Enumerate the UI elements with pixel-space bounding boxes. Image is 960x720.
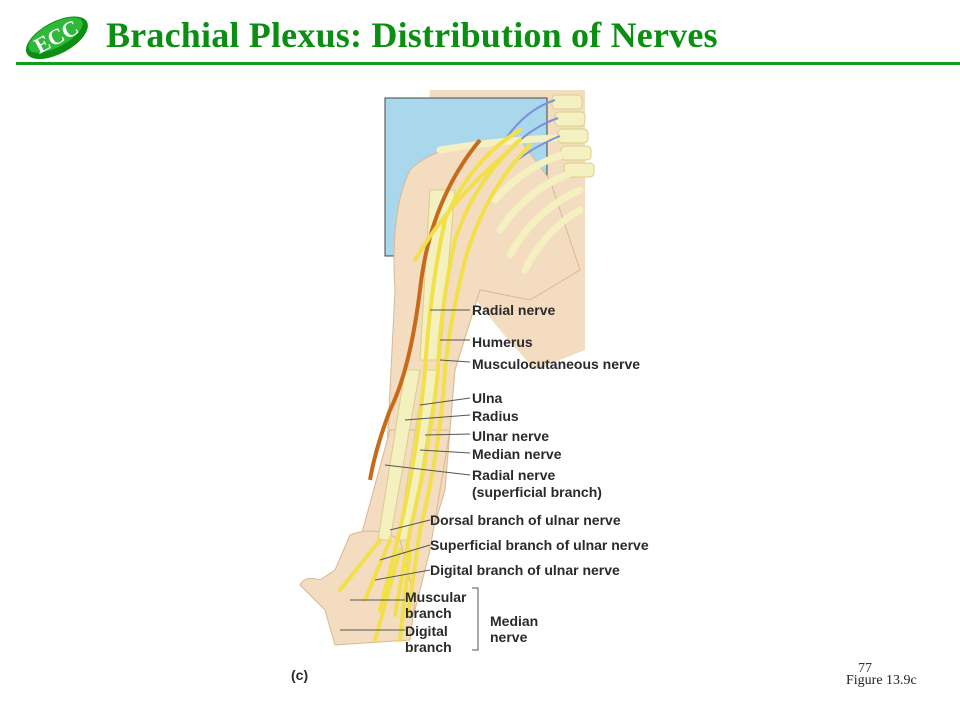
label-dorsal-branch-ulnar: Dorsal branch of ulnar nerve (430, 512, 621, 528)
label-musculocutaneous-nerve: Musculocutaneous nerve (472, 356, 641, 372)
label-ulnar-nerve: Ulnar nerve (472, 428, 550, 444)
label-humerus: Humerus (472, 334, 533, 350)
label-radial-nerve-superficial-branch: (superficial branch) (472, 484, 602, 500)
label-digital-branch-ulnar: Digital branch of ulnar nerve (430, 562, 620, 578)
label-radius: Radius (472, 408, 519, 424)
figure-reference: Figure 13.9c (846, 673, 917, 688)
slide-title: Brachial Plexus: Distribution of Nerves (106, 15, 718, 55)
page-number: 77 (858, 661, 872, 676)
panel-letter: (c) (291, 667, 309, 683)
label-superficial-branch-ulnar: Superficial branch of ulnar nerve (430, 537, 649, 553)
label-median-group: Median (490, 613, 539, 629)
label-median-group-nerve: nerve (490, 629, 528, 645)
label-digital: Digital (405, 623, 448, 639)
label-median-nerve: Median nerve (472, 446, 562, 462)
ecc-logo: ECC (25, 15, 88, 60)
label-digital-branch: branch (405, 639, 452, 655)
label-muscular: Muscular (405, 589, 467, 605)
label-muscular-branch: branch (405, 605, 452, 621)
arm-nerve-illustration (299, 90, 595, 651)
label-radial-nerve: Radial nerve (472, 302, 556, 318)
label-ulna: Ulna (472, 390, 503, 406)
title-divider (16, 62, 960, 65)
label-radial-nerve-superficial: Radial nerve (472, 467, 556, 483)
